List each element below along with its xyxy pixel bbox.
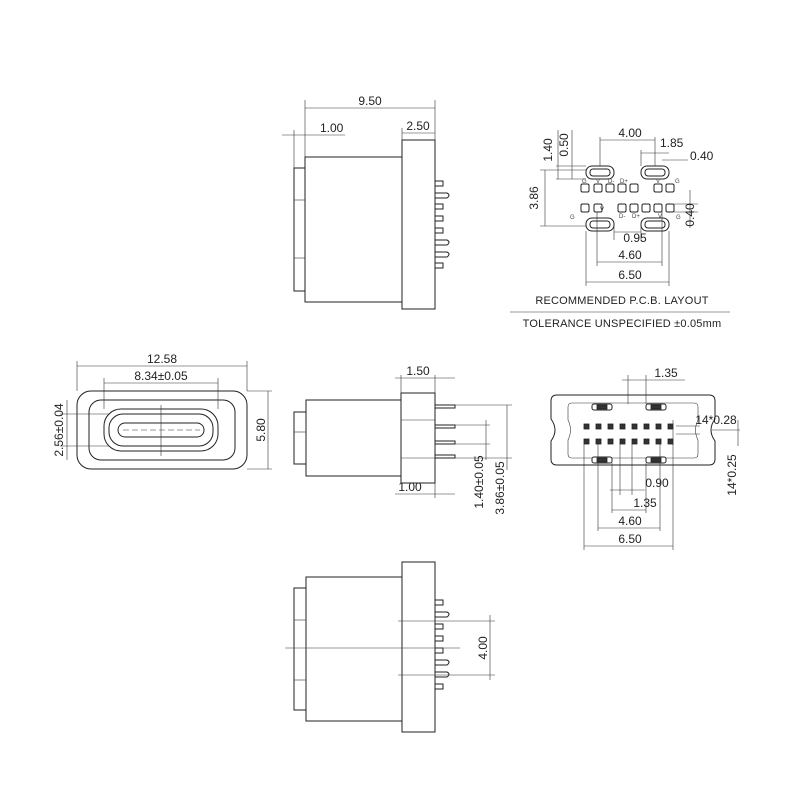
pcb-pad-row-1	[580, 183, 675, 193]
pad-label-r2-0: G	[570, 215, 575, 221]
pins-middle-view	[435, 404, 456, 459]
pad-label-r1-4: V	[656, 179, 660, 185]
bv-dim-14x0-28: 14*0.28	[695, 413, 737, 427]
bottom-view: 1.35 14*0.28 14*0.25 0.90 1.35 4.60 6.50	[550, 366, 740, 550]
pad-label-r2-3: D+	[632, 214, 640, 220]
dim-3-86-tol: 3.86±0.05	[493, 461, 507, 515]
middle-side-view: 1.50 1.00 1.40±0.05 3.86±0.05	[293, 364, 512, 515]
dim-5-80: 5.80	[254, 418, 268, 442]
pcb-dim-4-00: 4.00	[618, 126, 642, 140]
pad-label-r1-1: V	[596, 179, 600, 185]
pad-label-r2-5: G	[676, 215, 681, 221]
bottom-side-view: 4.00	[285, 561, 495, 733]
pcb-dim-0-50: 0.50	[557, 133, 571, 157]
bv-dim-1-35-top: 1.35	[654, 366, 678, 380]
pcb-dim-6-50: 6.50	[618, 268, 642, 282]
dim-1-40-tol: 1.40±0.05	[472, 455, 486, 509]
dim-1-00-top: 1.00	[320, 121, 344, 135]
dim-9-50: 9.50	[358, 94, 382, 108]
top-side-view: 9.50 1.00 2.50	[282, 94, 450, 310]
footprint-pads	[583, 423, 674, 445]
pcb-layout-title: RECOMMENDED P.C.B. LAYOUT	[535, 295, 708, 307]
pcb-dim-3-86: 3.86	[527, 186, 541, 210]
pad-label-r1-3: D+	[620, 179, 628, 185]
pcb-dim-4-60: 4.60	[618, 248, 642, 262]
dim-2-50: 2.50	[406, 119, 430, 133]
pad-label-r1-5: G	[675, 179, 680, 185]
pcb-layout: G V D- D+ V G G V D- D+ V G 4.00 1.85 0.…	[510, 126, 730, 330]
pad-label-r1-0: G	[582, 179, 587, 185]
pcb-dim-0-40-right: 0.40	[683, 203, 697, 227]
pcb-dim-0-95: 0.95	[623, 231, 647, 245]
pcb-pad-row-2	[580, 203, 675, 213]
dim-4-00-bottom: 4.00	[476, 636, 490, 660]
tolerance-note: TOLERANCE UNSPECIFIED ±0.05mm	[523, 318, 722, 330]
pins-bottom-view	[435, 599, 450, 690]
front-view: 12.58 8.34±0.05 5.80 2.56±0.04	[52, 352, 272, 470]
dim-12-58: 12.58	[147, 352, 177, 366]
pad-label-r2-4: V	[658, 214, 662, 220]
dim-1-50: 1.50	[406, 364, 430, 378]
dim-8-34: 8.34±0.05	[134, 369, 188, 383]
bv-dim-1-35-bottom: 1.35	[633, 496, 657, 510]
bv-dim-4-60: 4.60	[618, 514, 642, 528]
pcb-dim-1-85: 1.85	[660, 136, 684, 150]
dim-2-56: 2.56±0.04	[52, 403, 66, 457]
pad-label-r2-2: D-	[619, 214, 625, 220]
pad-label-r1-2: D-	[608, 179, 614, 185]
dim-1-00-mid: 1.00	[398, 480, 422, 494]
bv-dim-14x0-25: 14*0.25	[725, 454, 739, 496]
pcb-dim-0-40-top: 0.40	[690, 149, 714, 163]
pins-top-view	[435, 180, 450, 269]
pcb-dim-1-40: 1.40	[541, 138, 555, 162]
pad-label-r2-1: V	[600, 207, 604, 213]
bv-dim-6-50: 6.50	[618, 532, 642, 546]
bv-dim-0-90: 0.90	[645, 476, 669, 490]
